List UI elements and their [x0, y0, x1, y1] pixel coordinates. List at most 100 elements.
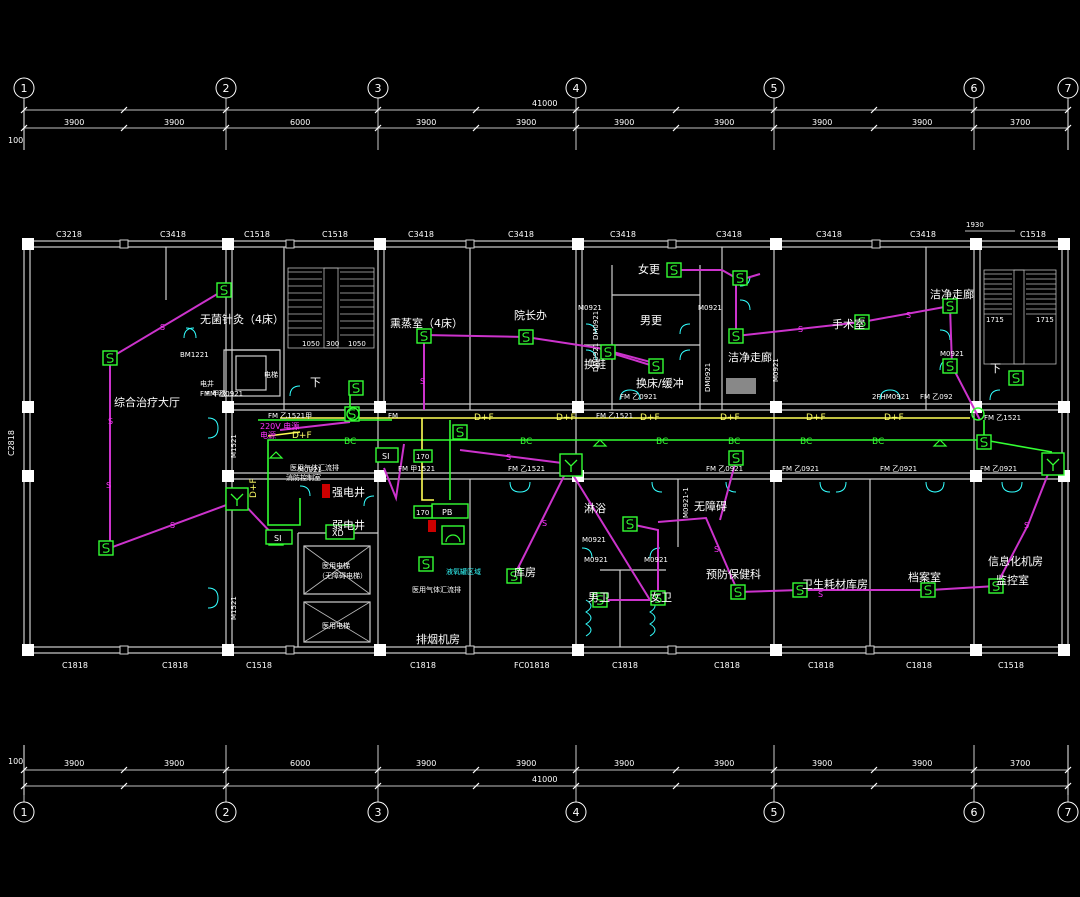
door-swing: [299, 485, 311, 497]
s-sensor-glyph: [456, 427, 464, 437]
door-swing: [651, 481, 663, 493]
room-archive: 档案室: [908, 570, 941, 584]
elevator-shafts: 电梯 医用电梯 （无障碍电梯） 医用电梯: [223, 349, 371, 643]
span-label: 3900: [64, 118, 84, 127]
green-bus-lines: [258, 387, 1053, 526]
door-swing: [207, 597, 219, 609]
door-swing: [1001, 481, 1013, 493]
axis-label: 3: [375, 806, 382, 819]
door-swing: [585, 349, 597, 361]
axis-bubble: [763, 801, 785, 823]
dim-tick: [672, 766, 680, 774]
s-sensor-glyph: [796, 585, 804, 595]
span-label: 3900: [614, 118, 634, 127]
door-label: M0921: [772, 358, 780, 382]
axis-label: 1: [21, 82, 28, 95]
structural-columns: [22, 238, 1070, 656]
door-swing: [207, 427, 219, 439]
column: [572, 401, 584, 413]
window-label: C3418: [816, 230, 842, 239]
axis-bubble: [367, 77, 389, 99]
axis-bubble: [215, 77, 237, 99]
door-swing: [679, 323, 691, 335]
stair-run: 1715: [986, 316, 1004, 324]
dim-tick: [870, 766, 878, 774]
s-sensor-glyph: [422, 559, 430, 569]
axis-label: 2: [223, 82, 230, 95]
axis-label: 7: [1065, 82, 1072, 95]
room-shoes: 换鞋: [584, 357, 606, 371]
dim-tick: [870, 106, 878, 114]
column: [970, 470, 982, 482]
dim-tick: [870, 782, 878, 790]
pipe-label: S: [420, 377, 425, 386]
door-label: FM 乙0921: [206, 390, 243, 398]
wall-post: [865, 645, 875, 655]
door-swing: [739, 299, 751, 311]
door-label: FM 乙1521: [508, 465, 545, 473]
window-label: C3418: [716, 230, 742, 239]
span-label: 3900: [164, 759, 184, 768]
axis-bubble: [565, 801, 587, 823]
axis-bubble: [13, 801, 35, 823]
axis-label: 5: [771, 806, 778, 819]
s-sensor-glyph: [220, 285, 228, 295]
column: [222, 470, 234, 482]
door-label: M0921: [582, 536, 606, 544]
column: [572, 644, 584, 656]
dim-tick: [472, 782, 480, 790]
stair-width: 300: [326, 340, 339, 348]
window-label: C3218: [56, 230, 82, 239]
room-toilet-m: 男卫: [588, 591, 610, 604]
window-label: C1518: [998, 661, 1024, 670]
door-label: FM 乙0921: [782, 465, 819, 473]
pipe-label: S: [108, 417, 113, 426]
door-swing: [585, 323, 597, 335]
door-label: M0921-1: [682, 487, 690, 518]
axis-label: 3: [375, 82, 382, 95]
column: [22, 644, 34, 656]
s-sensor-glyph: [946, 361, 954, 371]
dim-tick: [120, 106, 128, 114]
s-sensor-glyph: [736, 273, 744, 283]
door-label: FM 乙1521: [596, 412, 633, 420]
room-labels: 综合治疗大厅 无菌针灸（4床） 熏蒸室（4床） 院长办 女更 男更 换鞋 换床/…: [114, 262, 1043, 646]
span-label: 3900: [714, 759, 734, 768]
pipe-label: D+F: [249, 478, 259, 498]
pipe-label: S: [170, 521, 175, 530]
dim-tick: [672, 106, 680, 114]
window-label: C3418: [408, 230, 434, 239]
pipe-label: BC: [656, 437, 668, 447]
room-bed-change: 换床/缓冲: [636, 376, 684, 390]
window-label: C1818: [62, 661, 88, 670]
door-label: FM 乙0921: [880, 465, 917, 473]
column: [374, 470, 386, 482]
door-label: DM0921: [704, 363, 712, 392]
pipe-label: D+F: [292, 431, 312, 441]
column: [1058, 644, 1070, 656]
pipe-label: BC: [520, 437, 532, 447]
door-swing: [933, 481, 945, 493]
window-label: FC01818: [514, 661, 550, 670]
panel-pb-label: PB: [442, 508, 452, 517]
medical-elevator-sublabel: （无障碍电梯）: [318, 571, 367, 580]
bottom-dimension-strip: 41000 100 3900 3900 6000 3900 3900 3900 …: [8, 745, 1069, 795]
axis-label: 6: [971, 806, 978, 819]
axis-bubble: [565, 77, 587, 99]
s-sensor-glyph: [654, 593, 662, 603]
panel-xd-label: XD: [332, 529, 344, 538]
dim-tick: [472, 766, 480, 774]
door-swing: [509, 481, 521, 493]
pipe-label: D+F: [806, 413, 826, 423]
column: [970, 238, 982, 250]
span-label: 3900: [416, 118, 436, 127]
span-label: 3900: [812, 759, 832, 768]
pipe-label: S: [1024, 521, 1029, 530]
axis-label: 7: [1065, 806, 1072, 819]
door-swing: [185, 327, 197, 339]
door-swing: [819, 481, 831, 493]
room-clean-corridor: 洁净走廊: [728, 350, 772, 364]
door-label: 2FHM0921: [872, 393, 910, 401]
dim-tick: [120, 124, 128, 132]
